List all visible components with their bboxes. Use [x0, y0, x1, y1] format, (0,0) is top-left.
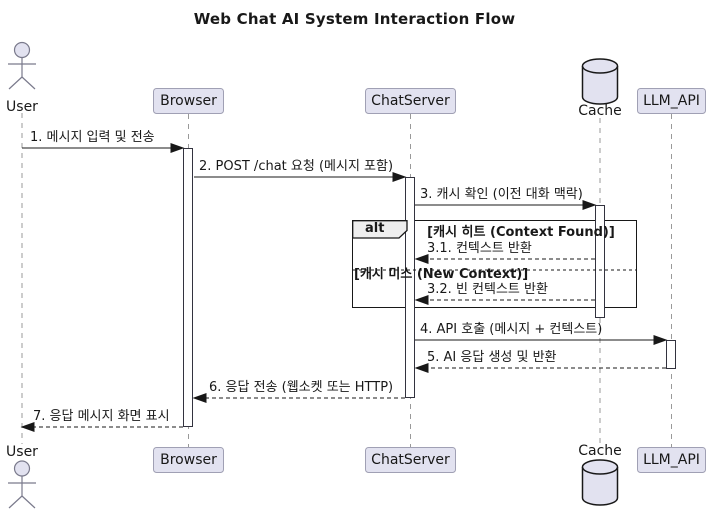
participant-browser-bottom: Browser — [153, 447, 224, 473]
activation-browser — [183, 148, 193, 427]
user-actor-icon — [8, 41, 36, 90]
participant-user-bottom-label: User — [6, 444, 38, 460]
message-label-6: 6. 응답 전송 (웹소켓 또는 HTTP) — [209, 380, 394, 395]
participant-user-top-label: User — [6, 99, 38, 115]
activation-cache — [595, 205, 605, 318]
participant-browser-top: Browser — [153, 88, 224, 114]
alt-operator-label: alt — [365, 221, 385, 236]
participant-label: ChatServer — [371, 93, 450, 109]
message-arrow-3 — [415, 199, 597, 211]
participant-label: LLM_API — [643, 452, 700, 468]
message-arrow-6 — [192, 392, 405, 404]
user-actor-icon — [8, 460, 36, 509]
database-icon — [581, 459, 619, 506]
participant-llm-top: LLM_API — [637, 88, 706, 114]
participant-chatserver-top: ChatServer — [365, 88, 456, 114]
message-label-7: 7. 응답 메시지 화면 표시 — [33, 409, 170, 424]
message-arrow-3-1 — [414, 253, 595, 265]
participant-label: Browser — [160, 93, 217, 109]
message-arrow-4 — [415, 334, 668, 346]
participant-label: LLM_API — [643, 93, 700, 109]
message-arrow-3-2 — [414, 294, 595, 306]
activation-llm — [666, 340, 676, 369]
participant-label: Browser — [160, 452, 217, 468]
message-label-1: 1. 메시지 입력 및 전송 — [30, 130, 155, 145]
alt-condition-hit: [캐시 히트 (Context Found)] — [427, 225, 615, 240]
alt-condition-miss: [캐시 미스 (New Context)] — [354, 267, 529, 282]
message-label-2: 2. POST /chat 요청 (메시지 포함) — [199, 159, 394, 174]
message-label-3: 3. 캐시 확인 (이전 대화 맥락) — [420, 187, 583, 202]
activation-chatserver — [405, 177, 415, 398]
alt-frame — [352, 220, 637, 308]
message-arrow-7 — [20, 421, 183, 433]
participant-cache-bottom-label: Cache — [578, 443, 622, 459]
message-label-4: 4. API 호출 (메시지 + 컨텍스트) — [420, 322, 603, 337]
alt-operator-pentagon — [352, 220, 408, 239]
message-label-3-1: 3.1. 컨텍스트 반환 — [427, 241, 532, 256]
message-arrow-1 — [22, 142, 185, 154]
database-icon — [581, 58, 619, 105]
message-arrow-2 — [194, 171, 407, 183]
participant-llm-bottom: LLM_API — [637, 447, 706, 473]
diagram-title: Web Chat AI System Interaction Flow — [193, 10, 516, 28]
message-label-3-2: 3.2. 빈 컨텍스트 반환 — [427, 282, 548, 297]
participant-chatserver-bottom: ChatServer — [365, 447, 456, 473]
participant-cache-top-label: Cache — [578, 103, 622, 119]
message-label-5: 5. AI 응답 생성 및 반환 — [427, 350, 557, 365]
participant-label: ChatServer — [371, 452, 450, 468]
message-arrow-5 — [414, 362, 666, 374]
